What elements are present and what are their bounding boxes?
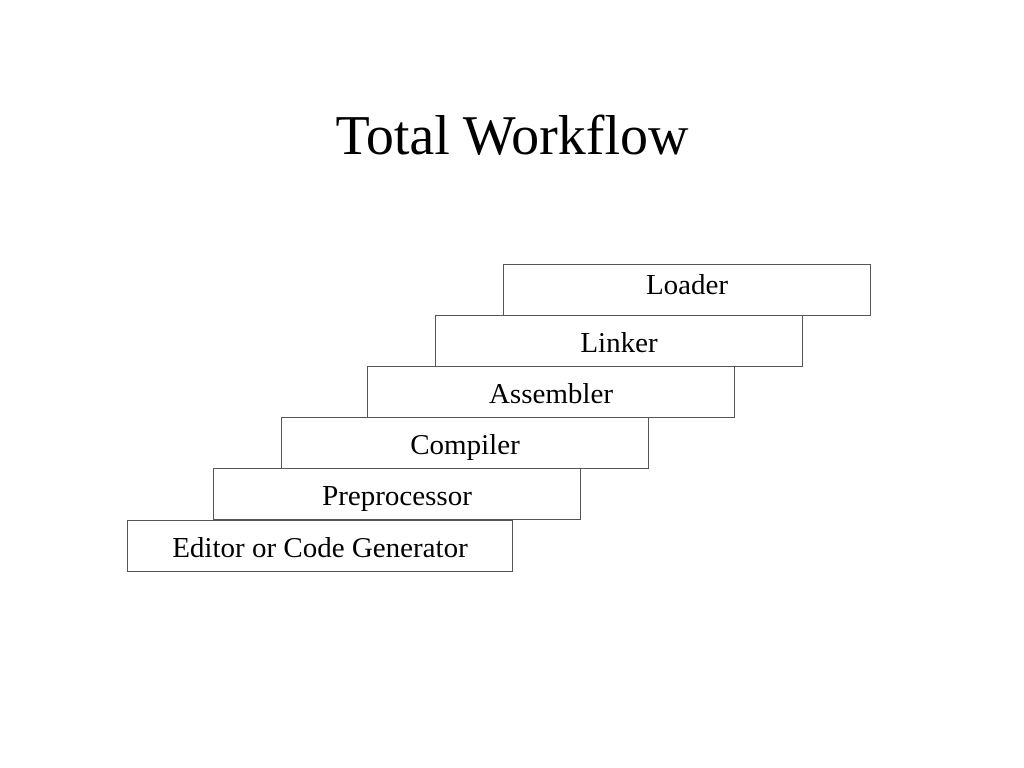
- step-label: Preprocessor: [322, 480, 472, 512]
- step-label: Loader: [645, 269, 729, 301]
- step-assembler: Assembler: [367, 366, 735, 418]
- step-label: Editor or Code Generator: [172, 532, 468, 564]
- step-compiler: Compiler: [281, 417, 649, 469]
- step-preprocessor: Preprocessor: [213, 468, 581, 520]
- step-editor-or-code-generator: Editor or Code Generator: [127, 520, 513, 572]
- step-loader: Loader: [503, 264, 871, 316]
- step-label: Assembler: [488, 378, 614, 410]
- step-label: Linker: [580, 327, 658, 359]
- slide-title: Total Workflow: [335, 105, 689, 167]
- step-label: Compiler: [410, 429, 520, 461]
- step-linker: Linker: [435, 315, 803, 367]
